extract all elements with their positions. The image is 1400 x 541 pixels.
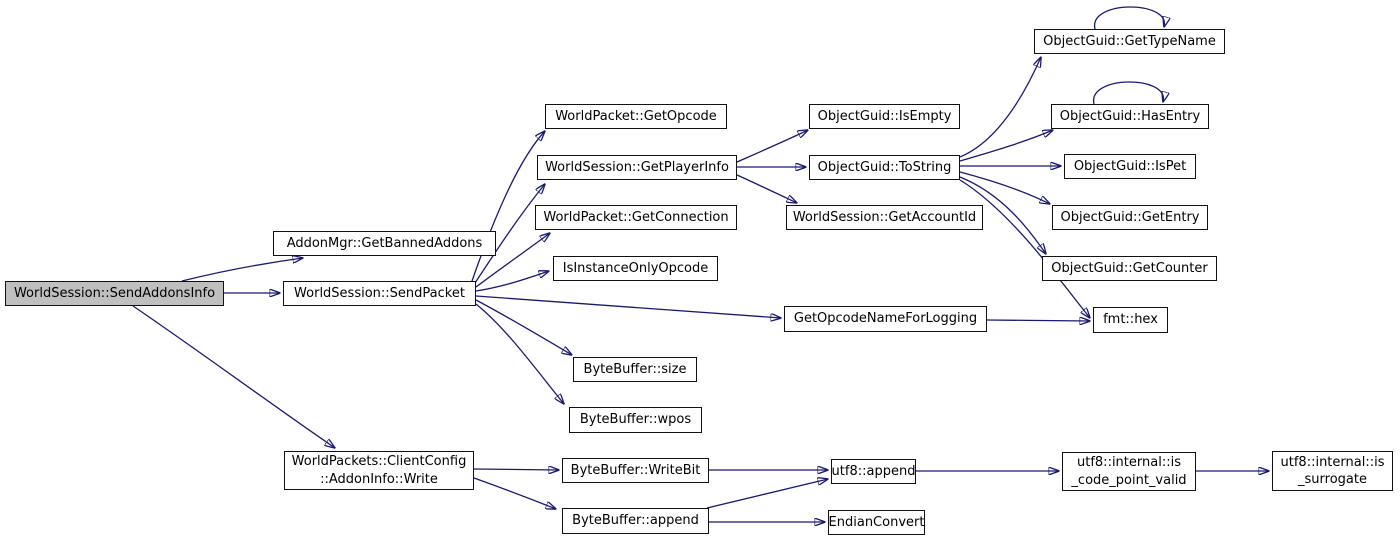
- edge-tostring-getentry: [959, 171, 1050, 204]
- node-endianconvert[interactable]: EndianConvert: [828, 510, 925, 535]
- node-bytebuffer-size[interactable]: ByteBuffer::size: [573, 357, 697, 382]
- node-addonmgr-getbannedaddons[interactable]: AddonMgr::GetBannedAddons: [273, 231, 496, 256]
- edge-hasentry-self-loop: [1093, 81, 1164, 105]
- node-worldpacket-getconnection[interactable]: WorldPacket::GetConnection: [535, 205, 737, 230]
- edge-getplayerinfo-isempty: [736, 130, 808, 163]
- edge-gettypename-self-loop: [1094, 6, 1165, 30]
- edge-tostring-fmthex: [959, 179, 1090, 318]
- node-worldsession-getaccountid[interactable]: WorldSession::GetAccountId: [786, 205, 983, 230]
- node-objectguid-getentry[interactable]: ObjectGuid::GetEntry: [1052, 205, 1208, 230]
- edge-sendpacket-getopcode: [471, 131, 545, 282]
- edge-sendpacket-bytebufferwpos: [475, 303, 564, 404]
- node-objectguid-tostring[interactable]: ObjectGuid::ToString: [809, 155, 960, 180]
- node-objectguid-ispet[interactable]: ObjectGuid::IsPet: [1064, 154, 1196, 179]
- edge-sendpacket-getplayerinfo: [474, 184, 545, 284]
- edge-sendpacket-bytebuffersize: [475, 299, 572, 355]
- edge-sendpacket-getconnection: [475, 233, 550, 288]
- node-getopcodenameforlogging[interactable]: GetOpcodeNameForLogging: [784, 306, 987, 332]
- node-worldsession-sendpacket[interactable]: WorldSession::SendPacket: [283, 281, 476, 306]
- edge-sendpacket-isinstanceonlyopcode: [475, 271, 549, 292]
- node-worldpackets-clientconfig-addoninfo-write[interactable]: WorldPackets::ClientConfig ::AddonInfo::…: [284, 451, 474, 490]
- edge-sendaddonsinfo-getbannedaddons: [181, 258, 303, 282]
- node-objectguid-isempty[interactable]: ObjectGuid::IsEmpty: [809, 104, 960, 129]
- node-isinstanceonlyopcode[interactable]: IsInstanceOnlyOpcode: [553, 256, 718, 281]
- node-objectguid-gettypename[interactable]: ObjectGuid::GetTypeName: [1034, 29, 1225, 54]
- node-worldsession-getplayerinfo[interactable]: WorldSession::GetPlayerInfo: [537, 155, 737, 180]
- edge-getopcodenameforlogging-fmthex: [986, 320, 1090, 321]
- node-bytebuffer-wpos[interactable]: ByteBuffer::wpos: [569, 407, 702, 433]
- edge-sendpacket-getopcodenameforlogging: [475, 295, 781, 318]
- node-objectguid-getcounter[interactable]: ObjectGuid::GetCounter: [1042, 256, 1217, 281]
- edge-addoninfowrite-writebit: [473, 469, 559, 470]
- node-fmt-hex[interactable]: fmt::hex: [1093, 307, 1168, 333]
- node-worldpacket-getopcode[interactable]: WorldPacket::GetOpcode: [545, 104, 727, 129]
- node-utf8-internal-is-code-point-valid[interactable]: utf8::internal::is _code_point_valid: [1062, 452, 1196, 491]
- edge-sendaddonsinfo-addoninfowrite: [132, 305, 335, 448]
- edge-addoninfowrite-append: [473, 477, 556, 509]
- node-bytebuffer-append[interactable]: ByteBuffer::append: [562, 508, 709, 534]
- node-objectguid-hasentry[interactable]: ObjectGuid::HasEntry: [1051, 104, 1209, 129]
- node-utf8-internal-is-surrogate[interactable]: utf8::internal::is _surrogate: [1272, 451, 1393, 491]
- node-bytebuffer-writebit[interactable]: ByteBuffer::WriteBit: [562, 458, 709, 483]
- edge-tostring-gettypename: [959, 57, 1041, 158]
- node-worldsession-sendaddonsinfo[interactable]: WorldSession::SendAddonsInfo: [5, 281, 224, 306]
- edge-append-utf8append: [706, 479, 828, 509]
- node-utf8-append[interactable]: utf8::append: [831, 459, 916, 484]
- edge-tostring-hasentry: [959, 130, 1053, 162]
- edge-tostring-getcounter: [959, 176, 1046, 254]
- edge-getplayerinfo-getaccountid: [736, 174, 797, 203]
